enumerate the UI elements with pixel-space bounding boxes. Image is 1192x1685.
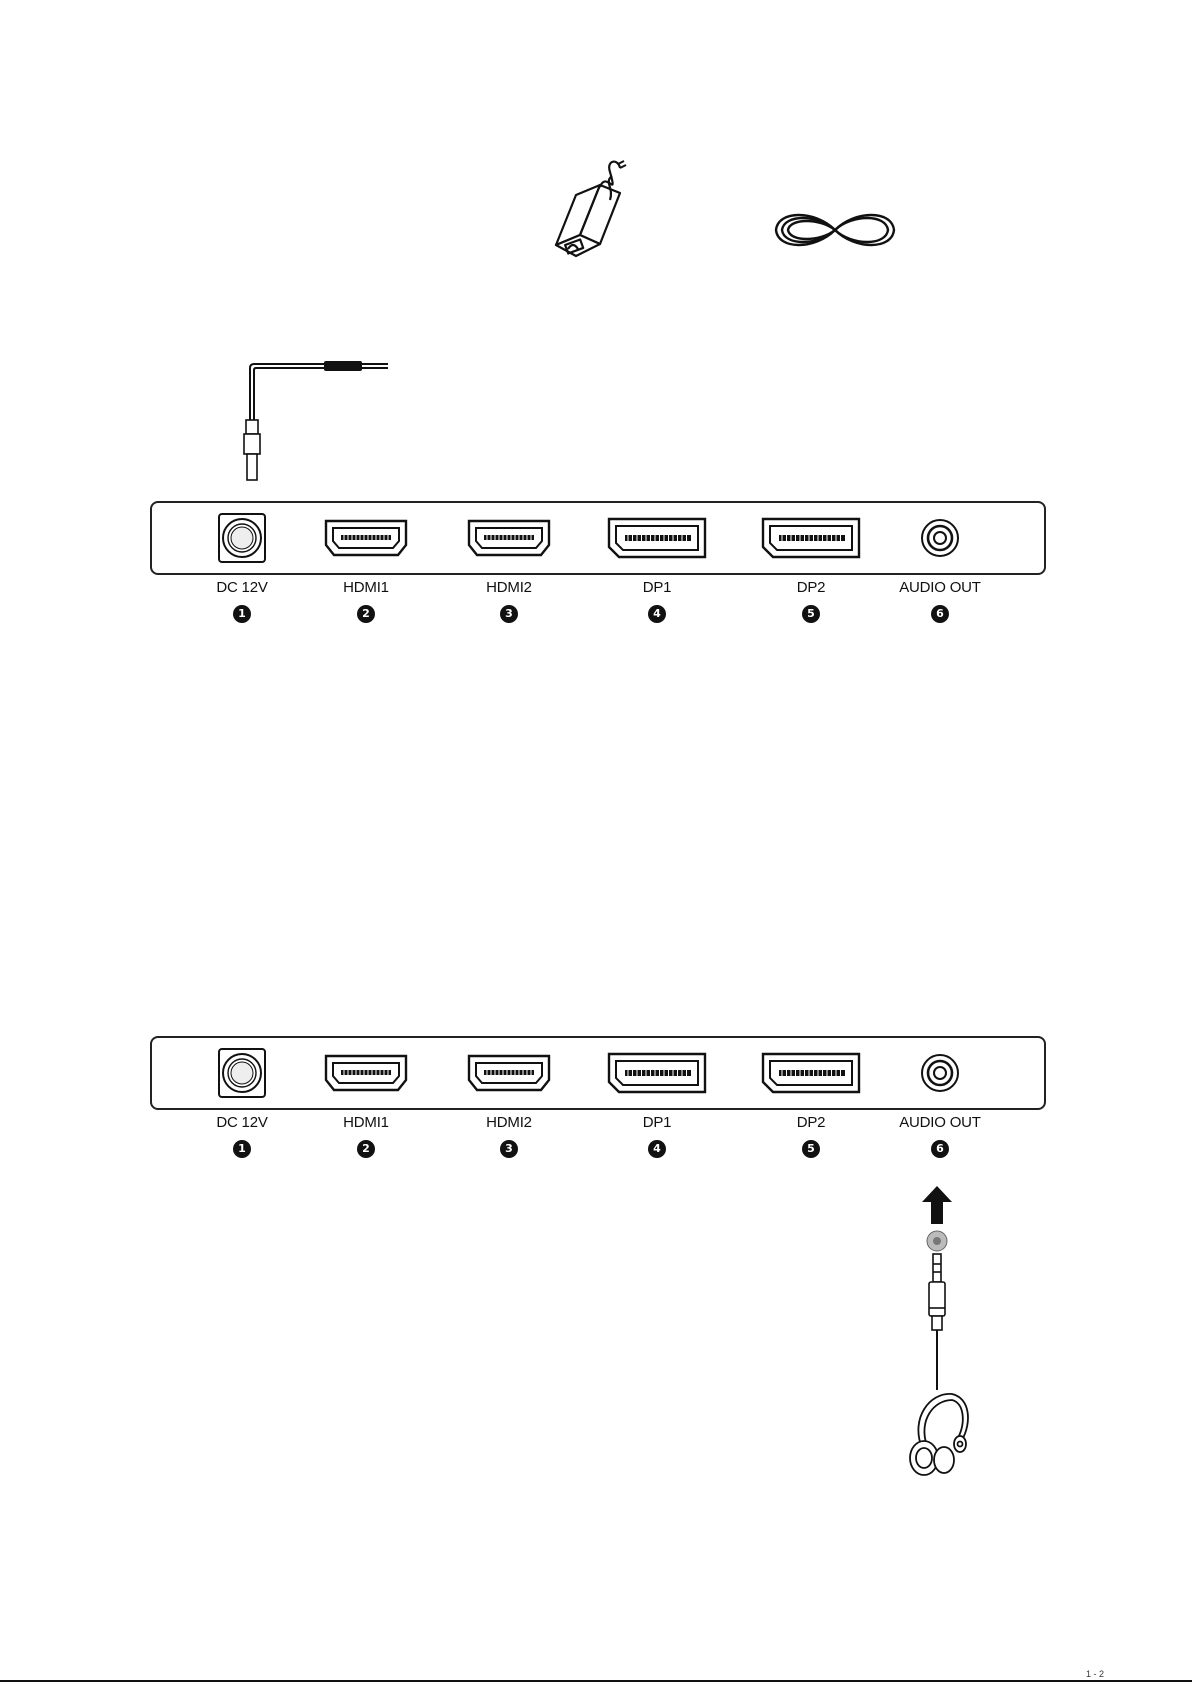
port-label-dp1: DP1 <box>597 1114 717 1131</box>
displayport-icon <box>761 1052 861 1099</box>
page-corner-mark: 1 - 2 <box>1086 1669 1104 1679</box>
dc-jack-icon <box>218 513 266 568</box>
port-number-badge: 2 <box>357 605 375 623</box>
hdmi-port-icon <box>467 519 551 562</box>
port-number-badge: 2 <box>357 1140 375 1158</box>
displayport-icon <box>607 517 707 564</box>
headphones-icon <box>900 1388 980 1478</box>
port-label-audio-out: AUDIO OUT <box>880 579 1000 596</box>
hdmi-port-icon <box>467 1054 551 1097</box>
port-label-hdmi1: HDMI1 <box>306 579 426 596</box>
up-arrow-icon <box>922 1186 952 1226</box>
port-number-badge: 3 <box>500 605 518 623</box>
audio-plug-icon <box>922 1230 952 1390</box>
port-number-badge: 3 <box>500 1140 518 1158</box>
port-label-audio-out: AUDIO OUT <box>880 1114 1000 1131</box>
port-number-badge: 4 <box>648 1140 666 1158</box>
port-number-badge: 5 <box>802 1140 820 1158</box>
port-label-dc-12v: DC 12V <box>182 1114 302 1131</box>
port-number-badge: 1 <box>233 605 251 623</box>
coiled-cable-icon <box>770 206 900 254</box>
displayport-icon <box>607 1052 707 1099</box>
audio-jack-icon <box>920 518 960 563</box>
port-label-hdmi2: HDMI2 <box>449 579 569 596</box>
monitor-port-panel-1 <box>150 501 1046 575</box>
page-bottom-rule <box>0 1680 1192 1682</box>
port-label-hdmi2: HDMI2 <box>449 1114 569 1131</box>
audio-jack-icon <box>920 1053 960 1098</box>
dc-jack-icon <box>218 1048 266 1103</box>
displayport-icon <box>761 517 861 564</box>
port-label-dp1: DP1 <box>597 579 717 596</box>
power-adapter-icon <box>548 160 648 270</box>
dc-plug-icon <box>232 358 392 488</box>
port-label-dp2: DP2 <box>751 1114 871 1131</box>
port-label-dp2: DP2 <box>751 579 871 596</box>
port-number-badge: 5 <box>802 605 820 623</box>
port-number-badge: 1 <box>233 1140 251 1158</box>
hdmi-port-icon <box>324 519 408 562</box>
port-number-badge: 6 <box>931 1140 949 1158</box>
port-label-dc-12v: DC 12V <box>182 579 302 596</box>
monitor-port-panel-2 <box>150 1036 1046 1110</box>
hdmi-port-icon <box>324 1054 408 1097</box>
port-number-badge: 4 <box>648 605 666 623</box>
port-number-badge: 6 <box>931 605 949 623</box>
port-label-hdmi1: HDMI1 <box>306 1114 426 1131</box>
